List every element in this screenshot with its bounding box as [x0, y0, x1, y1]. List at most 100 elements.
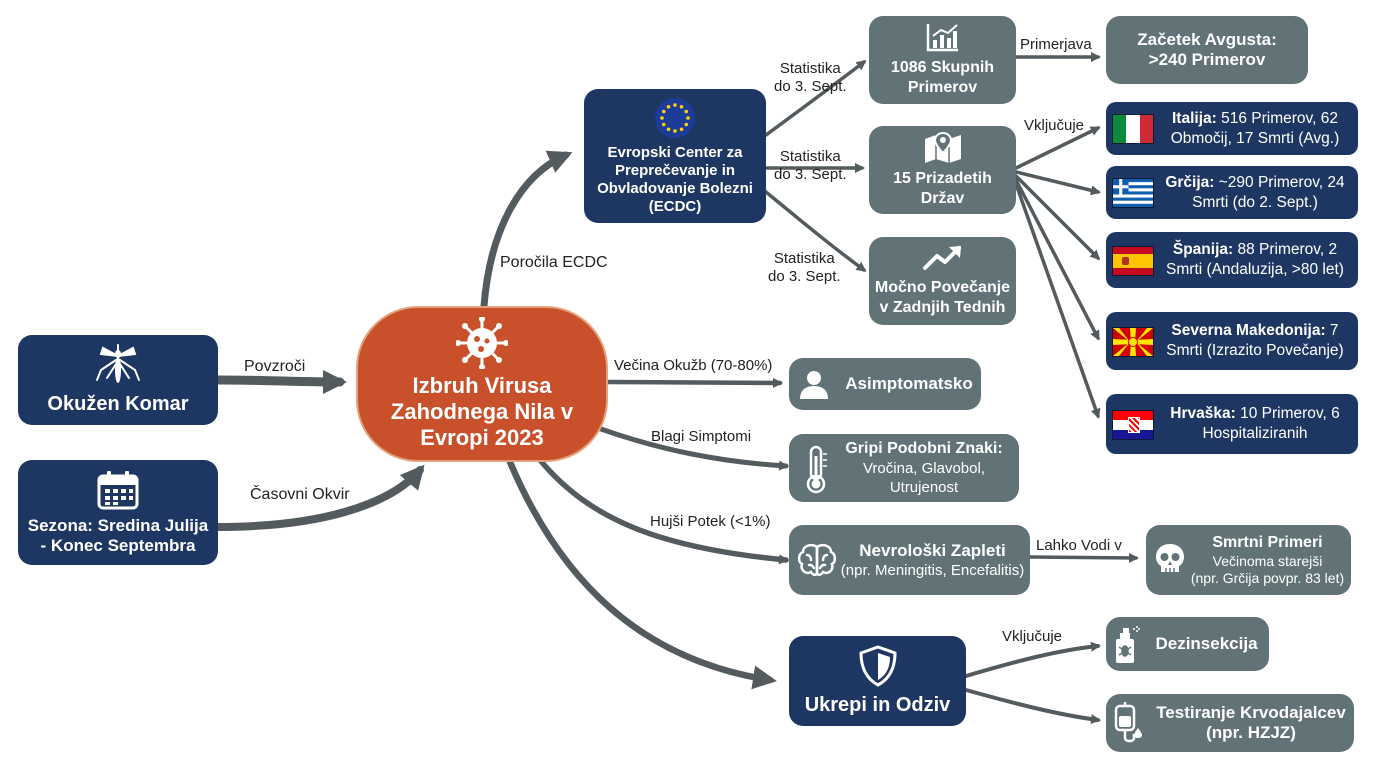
eu-flag-icon: [655, 98, 695, 138]
center-title-2: Zahodnega Nila v: [390, 399, 574, 424]
croatia-flag-icon: [1112, 410, 1154, 440]
edge-center-neuro: [537, 457, 789, 565]
increase-line-1: Močno Povečanje: [874, 279, 1011, 296]
croatia-text: Hrvaška: 10 Primerov, 6 Hospitaliziranih: [1170, 405, 1340, 442]
spain-flag-icon: [1112, 246, 1154, 276]
edge-countries-italy: [1014, 126, 1101, 170]
edge-center-response: [506, 458, 777, 690]
edge-countries-macedonia: [1014, 178, 1100, 341]
person-icon: [800, 371, 829, 399]
country-italy[interactable]: Italija: 516 Primerov, 62 Območij, 17 Sm…: [1106, 102, 1358, 155]
spray-icon: [1116, 626, 1140, 663]
edge-neuro-deaths: [1028, 552, 1139, 563]
center-title-1: Izbruh Virusa: [412, 373, 552, 398]
early-august-line-2: >240 Primerov: [1148, 50, 1266, 69]
mosquito-icon: [96, 344, 140, 383]
node-sharp-increase[interactable]: Močno Povečanje v Zadnjih Tednih: [869, 237, 1016, 325]
eu-star: [666, 127, 671, 132]
virus-icon: [456, 317, 508, 369]
edge-label-compare: Primerjava: [1020, 36, 1092, 53]
response-label: Ukrepi in Odziv: [804, 694, 951, 716]
total-cases-line-1: 1086 Skupnih: [890, 59, 995, 76]
edge-label-includes: Vključuje: [1024, 117, 1085, 134]
node-total-cases[interactable]: 1086 Skupnih Primerov: [869, 16, 1016, 104]
north-macedonia-flag-icon: [1112, 327, 1154, 357]
increase-line-2: v Zadnjih Tednih: [879, 299, 1006, 316]
edge-center-flu: [595, 425, 789, 471]
country-greece[interactable]: Grčija: ~290 Primerov, 24 Smrti (do 2. S…: [1106, 166, 1358, 219]
node-center-outbreak[interactable]: Izbruh Virusa Zahodnega Nila v Evropi 20…: [356, 306, 608, 462]
shield-icon: [858, 645, 897, 687]
eu-star: [666, 104, 671, 109]
eu-star: [679, 127, 684, 132]
eu-star: [684, 109, 689, 114]
map-pin-icon: [924, 131, 961, 163]
center-title-3: Evropi 2023: [420, 425, 544, 450]
italy-text: Italija: 516 Primerov, 62 Območij, 17 Sm…: [1170, 109, 1340, 147]
asymptomatic-label: Asimptomatsko: [845, 374, 973, 393]
ecdc-line-1: Evropski Center za: [607, 144, 743, 161]
node-affected-countries[interactable]: 15 Prizadetih Držav: [869, 126, 1016, 214]
edge-label-mild: Blagi Simptomi: [651, 428, 752, 445]
eu-star: [660, 116, 664, 120]
greece-text: Grčija: ~290 Primerov, 24 Smrti (do 2. S…: [1165, 173, 1345, 211]
node-response[interactable]: Ukrepi in Odziv: [789, 636, 966, 726]
blood-line-2: (npr. HZJZ): [1206, 723, 1296, 742]
italy-flag-icon: [1112, 114, 1154, 144]
ecdc-line-3: Obvladovanje Bolezni: [597, 180, 753, 197]
brain-icon: [797, 543, 837, 576]
eu-star: [661, 122, 666, 127]
country-spain[interactable]: Španija: 88 Primerov, 2 Smrti (Andaluzij…: [1106, 232, 1358, 288]
total-cases-line-2: Primerov: [907, 79, 978, 96]
edge-label-ecdc-reports: Poročila ECDC: [500, 254, 608, 271]
north-macedonia-text: Severna Makedonija: 7 Smrti (Izrazito Po…: [1166, 322, 1344, 359]
ecdc-line-4: (ECDC): [648, 198, 702, 215]
node-neurological[interactable]: Nevrološki Zapleti (npr. Meningitis, Enc…: [789, 525, 1030, 595]
edge-ecdc-increase: [764, 190, 867, 272]
neuro-title: Nevrološki Zapleti: [859, 540, 1006, 560]
eu-star: [673, 103, 677, 107]
country-north-macedonia[interactable]: Severna Makedonija: 7 Smrti (Izrazito Po…: [1106, 312, 1358, 370]
node-flu-like[interactable]: Gripi Podobni Znaki: Vročina, Glavobol, …: [789, 434, 1019, 502]
node-infected-mosquito[interactable]: Okužen Komar: [18, 335, 218, 425]
bar-chart-icon: [926, 24, 958, 52]
flu-line-2: Utrujenost: [889, 479, 959, 496]
trend-up-icon: [922, 246, 961, 270]
neuro-sub: (npr. Meningitis, Encefalitis): [840, 561, 1025, 579]
spain-text: Španija: 88 Primerov, 2 Smrti (Andaluzij…: [1166, 241, 1344, 278]
blood-line-1: Testiranje Krvodajalcev: [1156, 703, 1346, 722]
disinsection-label: Dezinsekcija: [1155, 634, 1258, 653]
affected-countries-line-2: Držav: [920, 190, 965, 207]
eu-star: [661, 109, 666, 114]
edge-response-disinsection: [964, 641, 1101, 678]
flu-line-1: Vročina, Glavobol,: [862, 460, 985, 477]
blood-bag-icon: [1114, 702, 1142, 743]
skull-icon: [1156, 544, 1184, 572]
edge-countries-greece: [1014, 170, 1101, 196]
season-line-2: - Konec Septembra: [40, 535, 196, 555]
deaths-line-2: (npr. Grčija povpr. 83 let): [1190, 570, 1345, 586]
node-ecdc[interactable]: Evropski Center za Preprečevanje in Obvl…: [584, 89, 766, 223]
edge-ecdc-total: [764, 60, 867, 137]
node-early-august[interactable]: Začetek Avgusta: >240 Primerov: [1106, 16, 1308, 84]
affected-countries-line-1: 15 Prizadetih: [893, 170, 992, 187]
node-disinsection[interactable]: Dezinsekcija: [1106, 617, 1269, 671]
node-season[interactable]: Sezona: Sredina Julija - Konec Septembra: [18, 460, 218, 565]
node-blood-donor-testing[interactable]: Testiranje Krvodajalcev (npr. HZJZ): [1106, 694, 1354, 752]
deaths-line-1: Večinoma starejši: [1212, 553, 1323, 569]
node-deaths[interactable]: Smrtni Primeri Večinoma starejši (npr. G…: [1146, 525, 1351, 595]
ecdc-line-2: Preprečevanje in: [614, 162, 736, 179]
edge-label-causes: Povzroči: [244, 358, 306, 375]
edge-center-ecdc: [480, 150, 573, 310]
edge-label-most: Večina Okužb (70-80%): [614, 357, 773, 374]
edge-label-severe: Hujši Potek (<1%): [650, 513, 771, 530]
season-line-1: Sezona: Sredina Julija: [27, 515, 209, 535]
node-asymptomatic[interactable]: Asimptomatsko: [789, 358, 981, 410]
greece-flag-icon: [1112, 178, 1154, 208]
country-croatia[interactable]: Hrvaška: 10 Primerov, 6 Hospitaliziranih: [1106, 394, 1358, 454]
edge-mosquito-center: [213, 369, 347, 394]
flu-title: Gripi Podobni Znaki:: [845, 440, 1003, 457]
